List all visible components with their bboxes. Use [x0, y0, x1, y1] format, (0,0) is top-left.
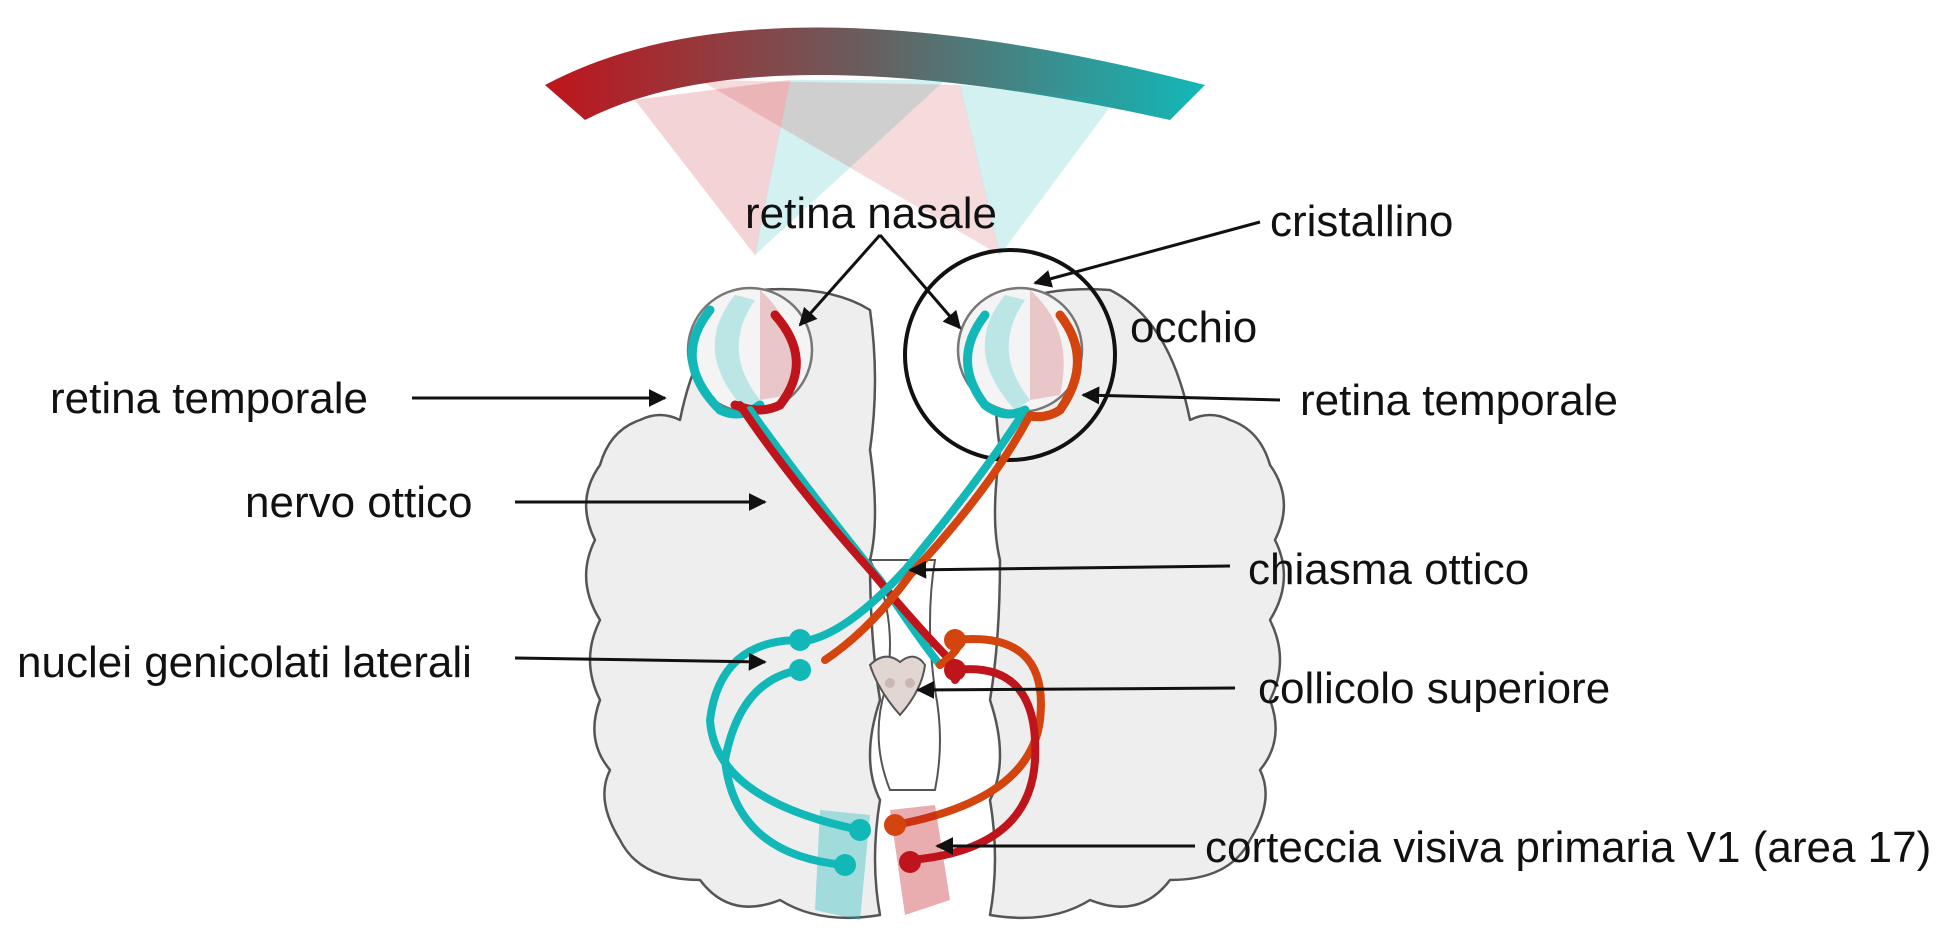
label-chiasma-ottico: chiasma ottico: [1248, 545, 1529, 594]
label-retina-temporale-left: retina temporale: [50, 374, 368, 423]
label-nervo-ottico: nervo ottico: [245, 478, 472, 527]
label-retina-temporale-right: retina temporale: [1300, 376, 1618, 425]
right-eye: [958, 288, 1082, 417]
label-occhio: occhio: [1130, 303, 1257, 352]
primary-visual-cortex: [815, 805, 950, 920]
label-nuclei-genicolati-laterali: nuclei genicolati laterali: [17, 638, 472, 687]
label-collicolo-superiore: collicolo superiore: [1258, 664, 1610, 713]
label-corteccia-visiva: corteccia visiva primaria V1 (area 17): [1205, 823, 1931, 872]
label-cristallino: cristallino: [1270, 197, 1453, 246]
label-retina-nasale: retina nasale: [745, 189, 997, 238]
left-eye: [688, 288, 812, 414]
